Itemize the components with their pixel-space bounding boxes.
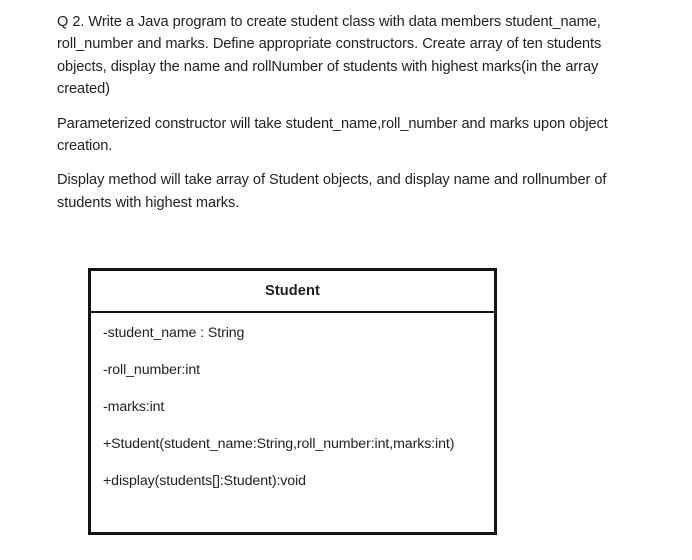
question-paragraph-2: Parameterized constructor will take stud… bbox=[57, 115, 608, 155]
uml-class-name: Student bbox=[264, 283, 320, 299]
question-paragraph-1: Q 2. Write a Java program to create stud… bbox=[57, 14, 602, 98]
uml-member-student-name: -student_name : String bbox=[103, 325, 245, 341]
uml-class-box-student: Student -student_name : String -roll_num… bbox=[88, 268, 497, 535]
question-text-block: Q 2. Write a Java program to create stud… bbox=[57, 11, 645, 214]
question-paragraph-3: Display method will take array of Studen… bbox=[57, 172, 607, 211]
uml-member-marks: -marks:int bbox=[103, 399, 165, 415]
uml-class-members: -student_name : String -roll_number:int … bbox=[91, 313, 494, 490]
uml-member-roll-number: -roll_number:int bbox=[103, 362, 200, 378]
uml-member-display-method: +display(students[]:Student):void bbox=[103, 473, 306, 489]
uml-class-header: Student bbox=[91, 271, 494, 313]
uml-member-constructor: +Student(student_name:String,roll_number… bbox=[103, 436, 455, 452]
